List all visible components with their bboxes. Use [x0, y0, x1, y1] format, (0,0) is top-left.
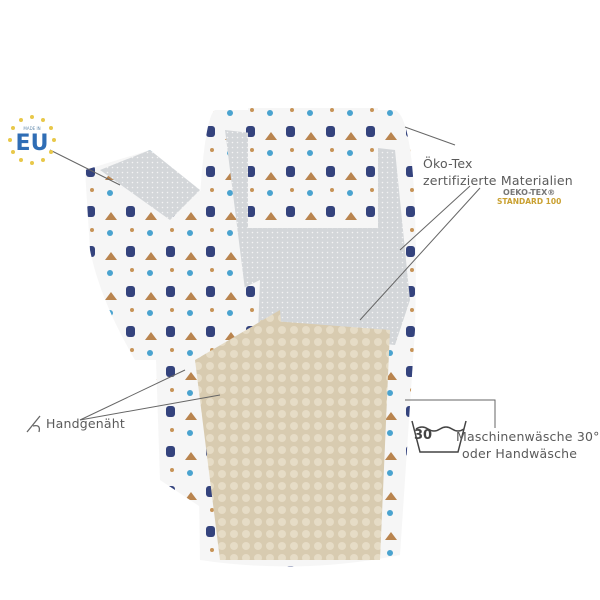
wash-temperature: 30 — [414, 428, 433, 443]
washing-line1: Maschinenwäsche 30°C — [456, 429, 600, 444]
eu-text: EU — [15, 131, 49, 156]
oekotex-line1: Öko-Tex — [423, 156, 473, 171]
eu-stars-icon — [8, 115, 56, 165]
oekotex-logo-line1: OEKO-TEX® — [503, 188, 556, 197]
oekotex-line2: zertifizierte Materialien — [423, 173, 573, 188]
made-in-text: MADE IN — [23, 126, 41, 131]
washing-label: Maschinenwäsche 30°C oder Handwäsche — [456, 428, 600, 462]
handmade-label: Handgenäht — [46, 416, 125, 431]
oekotex-label: Öko-Tex zertifizierte Materialien — [423, 155, 573, 189]
made-in-eu-badge: MADE IN EU — [4, 112, 60, 168]
pillow — [248, 108, 378, 228]
washing-line2: oder Handwäsche — [462, 446, 578, 461]
callout-lines — [49, 126, 496, 428]
swaddle-blanket — [85, 150, 300, 560]
oekotex-logo: OEKO-TEX® STANDARD 100 — [497, 188, 561, 206]
wash-tub-icon — [411, 420, 467, 453]
oekotex-logo-line2: STANDARD 100 — [497, 197, 562, 206]
needle-thread-icon — [26, 415, 41, 433]
